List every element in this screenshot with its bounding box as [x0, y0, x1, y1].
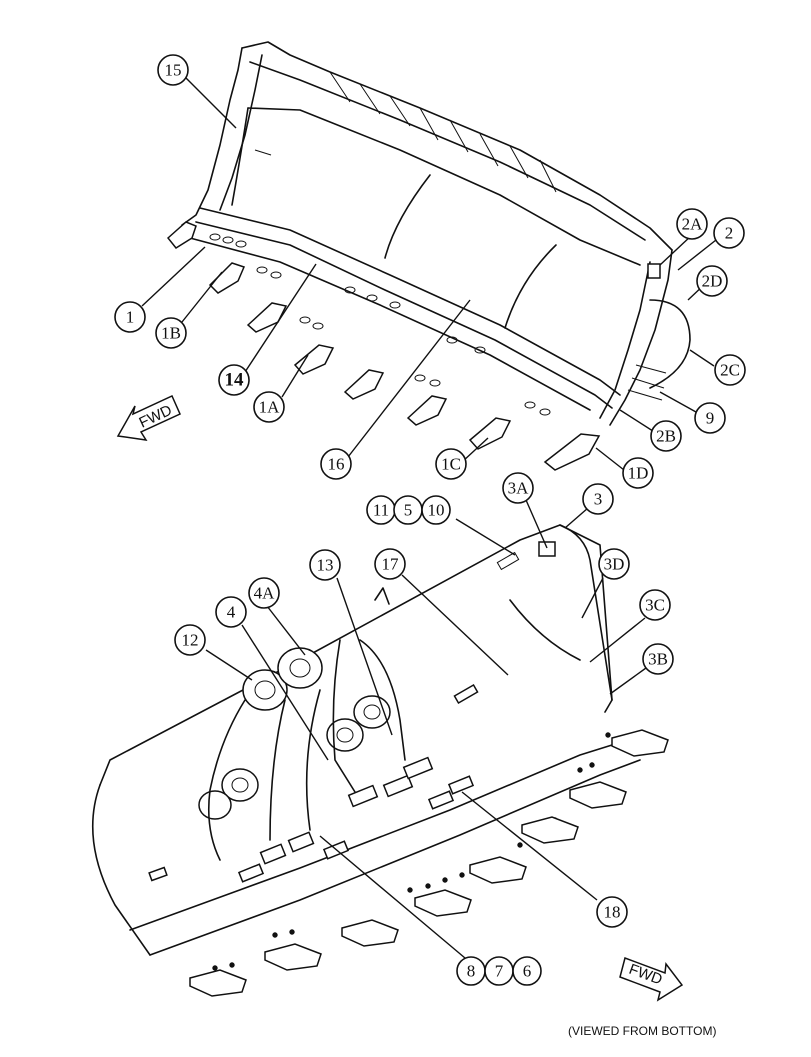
top-bucket-drawing — [181, 41, 691, 426]
svg-text:1A: 1A — [259, 398, 281, 417]
callout-18: 18 — [596, 896, 628, 928]
svg-text:11: 11 — [373, 501, 389, 520]
callout-1d: 1D — [622, 457, 654, 489]
callout-2d: 2D — [696, 265, 728, 297]
svg-text:12: 12 — [182, 631, 199, 650]
callout-15: 15 — [157, 54, 189, 86]
svg-text:3: 3 — [594, 490, 603, 509]
svg-text:1B: 1B — [161, 324, 181, 343]
svg-text:8: 8 — [467, 962, 476, 981]
callouts-top: 15 2A 2 2D 2C 9 2B 1D 1C 16 1A 14 1B 1 — [114, 54, 746, 489]
callout-13: 13 — [309, 549, 341, 581]
rear-ribs — [329, 71, 557, 193]
svg-text:17: 17 — [382, 555, 400, 574]
callout-16: 16 — [320, 448, 352, 480]
edge-bolt-holes — [209, 233, 551, 416]
callout-17: 17 — [374, 548, 406, 580]
svg-text:2C: 2C — [720, 361, 740, 380]
callouts-bottom: 11 5 10 3A 3 3D 3C 3B 17 13 4A 4 12 18 8… — [174, 472, 674, 986]
callout-3c: 3C — [639, 589, 671, 621]
callout-1c: 1C — [435, 448, 467, 480]
callout-3b: 3B — [642, 643, 674, 675]
svg-text:9: 9 — [706, 409, 715, 428]
wear-plates — [148, 684, 479, 883]
fwd-arrow-top: FWD — [116, 395, 181, 441]
bottom-teeth — [189, 729, 669, 997]
callout-1: 1 — [114, 301, 146, 333]
svg-text:10: 10 — [428, 501, 445, 520]
top-teeth — [166, 221, 601, 471]
callout-3a: 3A — [502, 472, 534, 504]
svg-text:14: 14 — [225, 370, 245, 391]
fwd-arrow-bottom: FWD — [619, 957, 684, 1002]
callout-6: 6 — [512, 956, 542, 986]
svg-text:1C: 1C — [441, 455, 461, 474]
callout-3d: 3D — [598, 548, 630, 580]
callout-2a: 2A — [676, 208, 708, 240]
svg-text:4: 4 — [227, 603, 236, 622]
hinge-brackets — [198, 587, 406, 861]
svg-text:2D: 2D — [702, 272, 723, 291]
callout-14: 14 — [218, 364, 250, 396]
svg-text:15: 15 — [165, 61, 182, 80]
svg-text:18: 18 — [604, 903, 621, 922]
callout-11: 11 — [366, 495, 396, 525]
callout-1b: 1B — [155, 317, 187, 349]
callout-2b: 2B — [650, 420, 682, 452]
svg-text:3A: 3A — [508, 479, 530, 498]
callout-9: 9 — [694, 402, 726, 434]
svg-text:2B: 2B — [656, 427, 676, 446]
callout-2c: 2C — [714, 354, 746, 386]
callout-7: 7 — [484, 956, 514, 986]
callout-8: 8 — [456, 956, 486, 986]
callout-2: 2 — [713, 217, 745, 249]
end-decal-3a — [538, 541, 556, 557]
svg-text:2A: 2A — [682, 215, 704, 234]
view-caption: (VIEWED FROM BOTTOM) — [568, 1024, 717, 1038]
svg-text:6: 6 — [523, 962, 532, 981]
svg-text:7: 7 — [495, 962, 504, 981]
svg-text:2: 2 — [725, 224, 734, 243]
callout-10: 10 — [421, 495, 451, 525]
svg-text:1D: 1D — [628, 464, 649, 483]
callout-4a: 4A — [248, 577, 280, 609]
callout-12: 12 — [174, 624, 206, 656]
svg-text:3D: 3D — [604, 555, 625, 574]
side-decal-2a — [647, 263, 661, 279]
svg-text:5: 5 — [404, 501, 413, 520]
svg-text:3C: 3C — [645, 596, 665, 615]
callout-1a: 1A — [253, 391, 285, 423]
svg-text:4A: 4A — [254, 584, 276, 603]
callout-3: 3 — [582, 483, 614, 515]
leader-lines — [141, 77, 717, 959]
callout-4: 4 — [215, 596, 247, 628]
svg-text:3B: 3B — [648, 650, 668, 669]
svg-text:13: 13 — [317, 556, 334, 575]
svg-text:16: 16 — [328, 455, 345, 474]
svg-text:1: 1 — [126, 308, 135, 327]
callout-5: 5 — [393, 495, 423, 525]
bottom-bucket-drawing — [91, 524, 641, 971]
